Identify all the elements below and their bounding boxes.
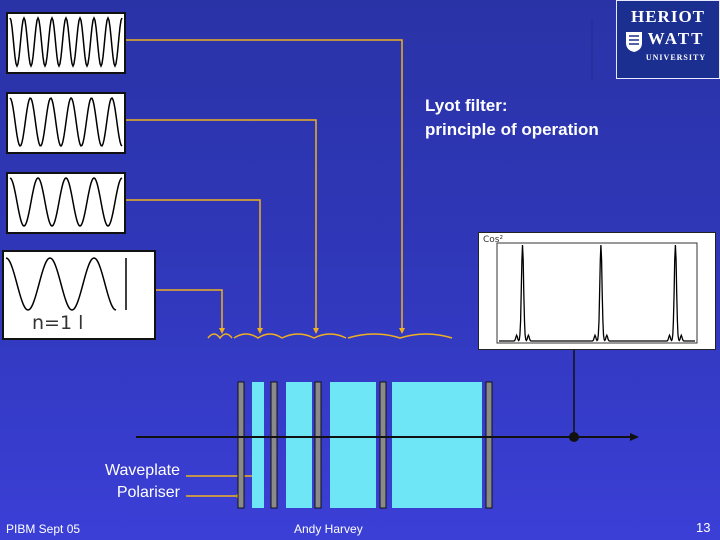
yellow-connectors (126, 39, 453, 497)
polariser-label: Polariser (116, 484, 180, 501)
axis-node (569, 432, 579, 442)
slide-title: Lyot filter: principle of operation (425, 94, 685, 142)
wave-panel-4: n=1 l (2, 250, 156, 340)
title-line-2: principle of operation (425, 120, 599, 139)
waveplate-4 (392, 382, 482, 508)
sine-wave-plot-3 (9, 177, 123, 227)
sine-wave-plot-2 (9, 96, 123, 148)
polariser-4 (379, 381, 387, 509)
spectrum-panel: Cos² (478, 232, 716, 350)
title-line-1: Lyot filter: (425, 96, 508, 115)
footer-center: Andy Harvey (294, 522, 363, 536)
polariser-3 (314, 381, 322, 509)
sine-wave-plot-1 (9, 16, 123, 68)
wave-panel-3 (6, 172, 126, 234)
polariser-1 (237, 381, 245, 509)
harmonic-label: n=1 l (32, 312, 84, 334)
waveplate-1 (252, 382, 264, 508)
svg-text:Cos²: Cos² (483, 235, 503, 245)
wave-panel-1 (6, 12, 126, 74)
logo-line3: UNIVERSITY (645, 53, 707, 62)
waveplate-2 (286, 382, 312, 508)
logo-line2: WATT (647, 29, 705, 48)
waveplate-label: Waveplate (105, 462, 180, 479)
polariser-5 (485, 381, 493, 509)
crest-icon (626, 32, 642, 52)
footer-left: PIBM Sept 05 (6, 522, 81, 536)
transmission-spectrum-plot: Cos² (483, 235, 698, 344)
lyot-stack (237, 381, 493, 509)
polariser-2 (270, 381, 278, 509)
logo-line1: HERIOT (630, 7, 706, 26)
sine-wave-plot-4 (5, 257, 127, 311)
heriot-watt-logo: HERIOT WATT UNIVERSITY (616, 0, 720, 79)
waveplate-3 (330, 382, 376, 508)
page-number: 13 (696, 520, 711, 535)
optical-axis-arrow (630, 433, 639, 441)
wave-panel-2 (6, 92, 126, 154)
